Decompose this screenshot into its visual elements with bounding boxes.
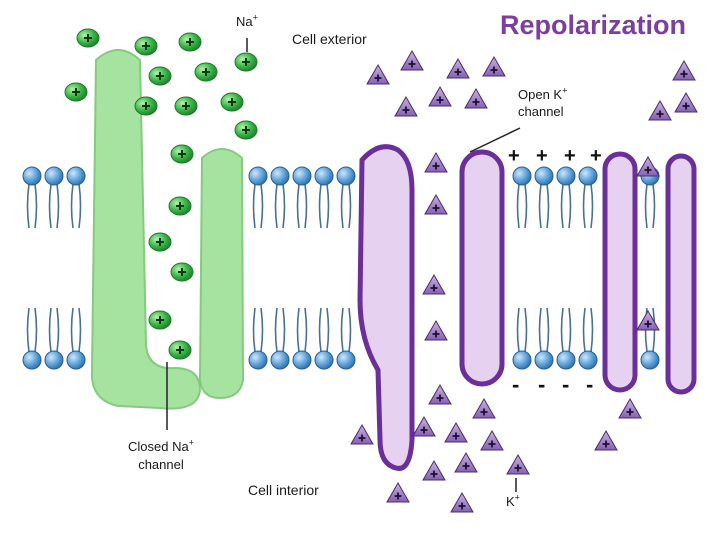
phospholipid (534, 307, 554, 370)
inner-membrane-charges: - - - - (512, 372, 593, 397)
phospholipid (44, 307, 64, 370)
phospholipid (248, 166, 268, 229)
phospholipid (22, 166, 42, 229)
potassium-ion-icon (350, 424, 374, 445)
potassium-ion-icon (480, 430, 504, 451)
phospholipid (336, 166, 356, 229)
phospholipid (270, 307, 290, 370)
potassium-ion-icon (422, 460, 446, 481)
sodium-ion-icon (220, 92, 244, 112)
closed-sodium-channel-label: Closed Na+ channel (128, 437, 194, 472)
phospholipid (248, 307, 268, 370)
sodium-ion-icon (76, 28, 100, 48)
sodium-ion-icon (134, 36, 158, 56)
cell-exterior-label: Cell exterior (292, 31, 367, 47)
potassium-ion-icon (428, 86, 452, 107)
open-k-label-pointer (469, 127, 521, 153)
lipid-bilayer (22, 166, 660, 370)
potassium-ion-label: K+ (506, 492, 520, 509)
closed-sodium-channel (90, 49, 245, 410)
cell-interior-label: Cell interior (248, 482, 319, 498)
inner-charge: - (562, 372, 569, 397)
sodium-ion-label: Na+ (236, 12, 258, 29)
sodium-ion-icon (64, 82, 88, 102)
potassium-ion-icon (412, 416, 436, 437)
potassium-ion-icon (450, 492, 474, 513)
sodium-ion-icon (170, 144, 194, 164)
potassium-ion-icon (428, 384, 452, 405)
phospholipid (292, 307, 312, 370)
sodium-ion-icon (178, 32, 202, 52)
potassium-ion-icon (446, 58, 470, 79)
sodium-ion-icon (234, 52, 258, 72)
sodium-ion-icon (194, 62, 218, 82)
potassium-ion-icon (672, 60, 696, 81)
phospholipid (66, 307, 86, 370)
sodium-ion-icon (170, 262, 194, 282)
open-potassium-channel-label: Open K+ channel (518, 85, 568, 119)
phospholipid (556, 166, 576, 229)
outer-charge: + (508, 145, 520, 167)
outer-membrane-charges: + + + + (508, 145, 602, 167)
phospholipid (314, 166, 334, 229)
sodium-ion-icon (168, 340, 192, 360)
inner-charge: - (512, 372, 519, 397)
phospholipid (512, 307, 532, 370)
phospholipid (512, 166, 532, 229)
potassium-ion-icon (422, 274, 446, 295)
sodium-ion-icon (174, 96, 198, 116)
outer-charge: + (590, 145, 602, 167)
sodium-ion-icon (134, 96, 158, 116)
phospholipid (44, 166, 64, 229)
sodium-ions (64, 28, 258, 360)
outer-charge: + (564, 145, 576, 167)
diagram-title: Repolarization (500, 10, 687, 40)
phospholipid (578, 307, 598, 370)
phospholipid (314, 307, 334, 370)
potassium-ion-icon (636, 310, 660, 331)
phospholipid (66, 166, 86, 229)
potassium-ion-icon (444, 422, 468, 443)
outer-charge: + (536, 145, 548, 167)
potassium-ion-icon (636, 156, 660, 177)
phospholipid (556, 307, 576, 370)
phospholipid (22, 307, 42, 370)
inner-charge: - (586, 372, 593, 397)
potassium-ion-icon (482, 56, 506, 77)
sodium-ion-icon (234, 120, 258, 140)
potassium-ion-icon (464, 88, 488, 109)
sodium-ion-icon (148, 232, 172, 252)
sodium-ion-icon (148, 66, 172, 86)
phospholipid (534, 166, 554, 229)
potassium-ion-icon (618, 398, 642, 419)
potassium-ion-icon (674, 92, 698, 113)
potassium-ion-icon (648, 100, 672, 121)
phospholipid (578, 166, 598, 229)
phospholipid (336, 307, 356, 370)
sodium-ion-icon (168, 196, 192, 216)
potassium-ion-icon (594, 430, 618, 451)
open-potassium-channel (357, 144, 697, 471)
potassium-ion-icon (424, 152, 448, 173)
potassium-ion-icon (400, 50, 424, 71)
phospholipid (292, 166, 312, 229)
phospholipid (270, 166, 290, 229)
potassium-ion-icon (424, 320, 448, 341)
potassium-ion-icon (386, 482, 410, 503)
potassium-ion-icon (506, 454, 530, 475)
potassium-ion-icon (394, 96, 418, 117)
inner-charge: - (538, 372, 545, 397)
potassium-ion-icon (454, 452, 478, 473)
potassium-ions (350, 50, 698, 513)
sodium-ion-icon (148, 310, 172, 330)
potassium-ion-icon (472, 398, 496, 419)
potassium-ion-icon (366, 64, 390, 85)
potassium-ion-icon (424, 194, 448, 215)
